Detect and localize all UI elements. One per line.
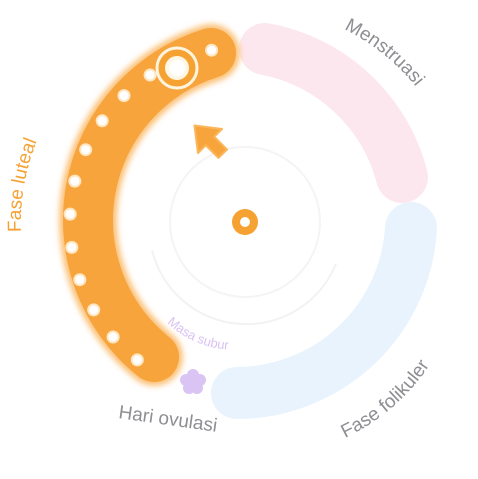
day-dot bbox=[68, 174, 82, 188]
day-dot bbox=[73, 273, 87, 287]
day-dot bbox=[117, 89, 131, 103]
inner-ring bbox=[169, 146, 321, 298]
day-dot bbox=[205, 43, 219, 57]
ovulation-label: Hari ovulasi bbox=[117, 402, 218, 437]
follicular-arc[interactable] bbox=[211, 202, 437, 419]
svg-text:Fase luteal: Fase luteal bbox=[5, 135, 42, 232]
luteal-day-dots bbox=[63, 43, 219, 367]
luteal-arc[interactable] bbox=[63, 28, 236, 382]
center-dot-icon bbox=[232, 209, 258, 235]
day-dot bbox=[106, 330, 120, 344]
day-dot bbox=[95, 114, 109, 128]
day-dot bbox=[65, 240, 79, 254]
luteal-label: Fase luteal bbox=[5, 135, 42, 232]
arrow-pointer-icon bbox=[193, 124, 228, 159]
day-dot bbox=[143, 68, 157, 82]
day-dot bbox=[79, 143, 93, 157]
inner-ring-arc bbox=[151, 249, 337, 326]
day-dot bbox=[87, 303, 101, 317]
day-dot bbox=[130, 353, 144, 367]
current-day-marker-icon[interactable] bbox=[155, 46, 199, 90]
day-dot bbox=[63, 207, 77, 221]
flower-icon[interactable] bbox=[180, 369, 206, 394]
menstruation-arc[interactable] bbox=[239, 23, 428, 203]
